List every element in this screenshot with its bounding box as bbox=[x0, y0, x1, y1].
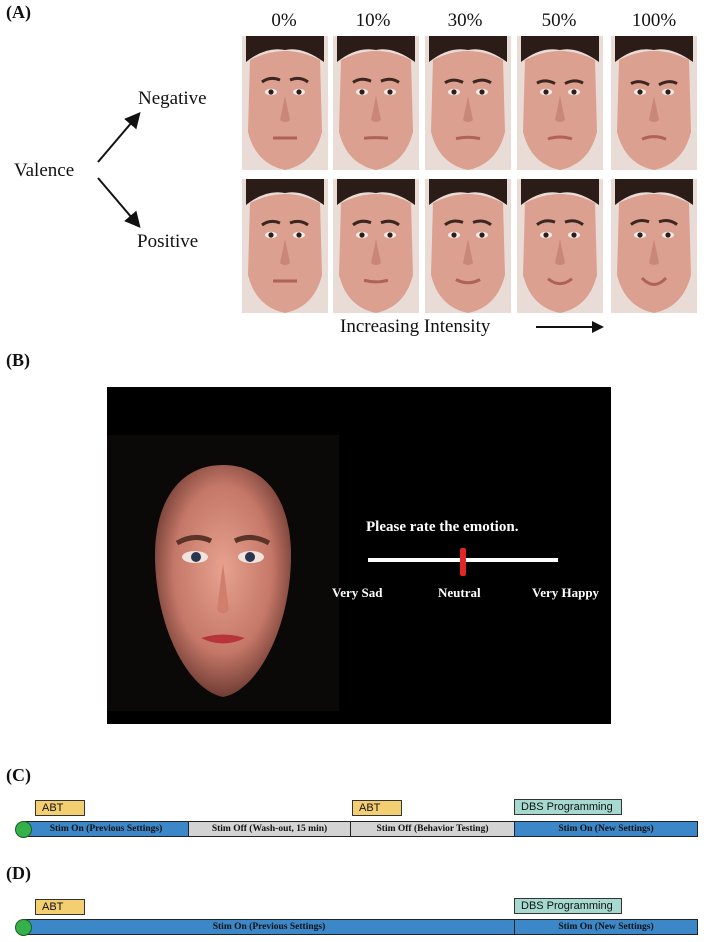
stimulus-face bbox=[107, 435, 339, 711]
c-stim-on-new: Stim On (New Settings) bbox=[514, 821, 698, 837]
intensity-arrow bbox=[536, 321, 604, 333]
intensity-100: 100% bbox=[631, 10, 677, 31]
valence-label: Valence bbox=[14, 160, 75, 181]
face-positive-2 bbox=[425, 179, 511, 313]
face-positive-0 bbox=[242, 179, 328, 313]
panel-a-label: (A) bbox=[6, 2, 31, 22]
c-stim-on-previous: Stim On (Previous Settings) bbox=[23, 821, 189, 837]
rating-screen: Please rate the emotion. Very Sad Neutra… bbox=[107, 387, 611, 724]
scale-middle-label: Neutral bbox=[438, 585, 481, 600]
scale-right-label: Very Happy bbox=[532, 585, 600, 600]
arrow-positive bbox=[97, 177, 141, 229]
rating-prompt: Please rate the emotion. bbox=[366, 519, 519, 535]
valence-arrows bbox=[97, 111, 141, 229]
face-negative-1 bbox=[333, 36, 419, 170]
intensity-axis-label: Increasing Intensity bbox=[340, 316, 491, 337]
rating-slider-handle[interactable] bbox=[460, 548, 466, 576]
c-abt-tag-2: ABT bbox=[352, 800, 402, 816]
face-negative-2 bbox=[425, 36, 511, 170]
d-stim-on-new: Stim On (New Settings) bbox=[514, 919, 698, 935]
negative-label: Negative bbox=[138, 88, 207, 109]
scale-left-label: Very Sad bbox=[332, 585, 383, 600]
c-stim-off-washout: Stim Off (Wash-out, 15 min) bbox=[188, 821, 351, 837]
face-negative-3 bbox=[517, 36, 603, 170]
intensity-30: 30% bbox=[447, 10, 483, 31]
intensity-0: 0% bbox=[271, 10, 297, 31]
face-negative-0 bbox=[242, 36, 328, 170]
face-positive-3 bbox=[517, 179, 603, 313]
intensity-50: 50% bbox=[541, 10, 577, 31]
face-photo bbox=[155, 465, 291, 697]
c-abt-tag-1: ABT bbox=[35, 800, 85, 816]
d-abt-tag: ABT bbox=[35, 899, 85, 915]
face-positive-1 bbox=[333, 179, 419, 313]
c-stim-off-behavior: Stim Off (Behavior Testing) bbox=[350, 821, 515, 837]
d-start-marker bbox=[15, 919, 32, 936]
face-negative-4 bbox=[611, 36, 697, 170]
d-stim-on-previous: Stim On (Previous Settings) bbox=[23, 919, 515, 935]
intensity-10: 10% bbox=[355, 10, 391, 31]
panel-c-label: (C) bbox=[6, 765, 31, 785]
d-dbs-programming-tag: DBS Programming bbox=[514, 898, 622, 914]
panel-b-label: (B) bbox=[6, 350, 30, 370]
arrow-negative bbox=[97, 111, 141, 163]
positive-label: Positive bbox=[137, 231, 199, 252]
c-start-marker bbox=[15, 821, 32, 838]
panel-d-label: (D) bbox=[6, 863, 31, 883]
face-positive-4 bbox=[611, 179, 697, 313]
c-dbs-programming-tag: DBS Programming bbox=[514, 799, 622, 815]
